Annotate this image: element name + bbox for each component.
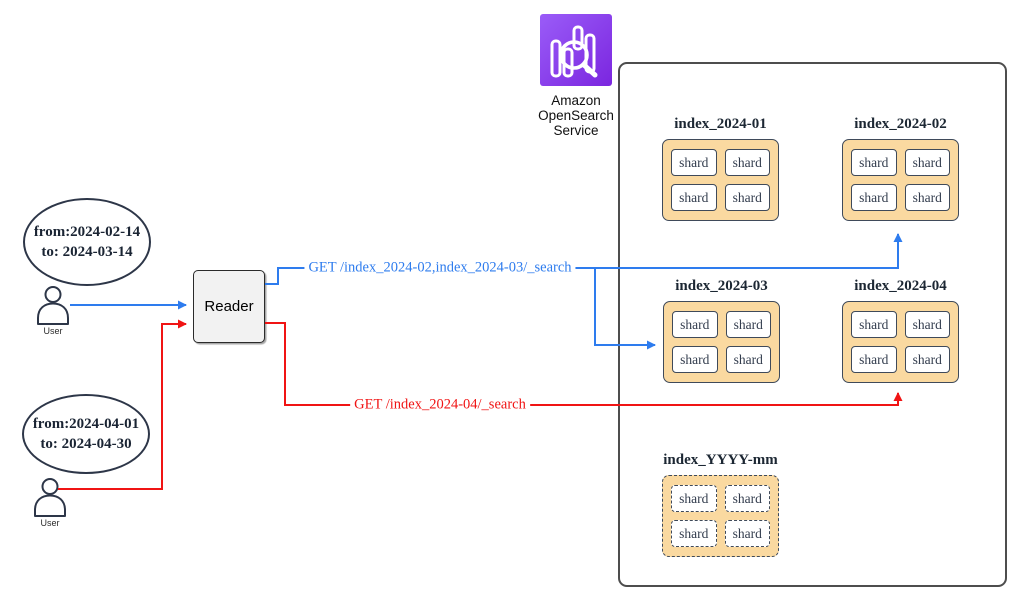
index-title: index_YYYY-mm	[663, 452, 778, 468]
service-name-line-1: Amazon	[551, 93, 601, 108]
index-group-2024-03: index_2024-03 shard shard shard shard	[663, 278, 780, 383]
index-box: shard shard shard shard	[662, 475, 779, 557]
index-title: index_2024-01	[674, 116, 767, 132]
range-from: from:2024-02-14	[33, 224, 141, 240]
shard: shard	[904, 149, 950, 176]
index-title: index_2024-04	[854, 278, 947, 294]
user-icon	[34, 478, 66, 517]
range-to: to: 2024-03-14	[41, 244, 133, 260]
index-box: shard shard shard shard	[663, 301, 780, 383]
range-from: from:2024-04-01	[32, 416, 140, 432]
user-actor-2: User	[28, 477, 72, 528]
index-box: shard shard shard shard	[842, 139, 959, 221]
index-group-2024-02: index_2024-02 shard shard shard shard	[842, 116, 959, 221]
shard: shard	[724, 520, 770, 547]
shard: shard	[725, 346, 771, 373]
shard: shard	[672, 346, 718, 373]
user-icon	[37, 286, 69, 325]
shard: shard	[671, 520, 717, 547]
index-group-template-yyyy-mm: index_YYYY-mm shard shard shard shard	[662, 452, 779, 557]
service-name-line-2: OpenSearch	[538, 108, 614, 123]
reader-label: Reader	[204, 298, 254, 315]
shard: shard	[725, 311, 771, 338]
query-range-bubble-2: from:2024-04-01 to: 2024-04-30	[22, 394, 150, 474]
index-group-2024-01: index_2024-01 shard shard shard shard	[662, 116, 779, 221]
query-range-bubble-1: from:2024-02-14 to: 2024-03-14	[23, 198, 151, 286]
shard: shard	[724, 149, 770, 176]
shard: shard	[851, 184, 897, 211]
shard: shard	[851, 346, 897, 373]
opensearch-service-label: Amazon OpenSearch Service	[506, 93, 646, 138]
shard: shard	[672, 311, 718, 338]
range-to: to: 2024-04-30	[40, 436, 132, 452]
index-group-2024-04: index_2024-04 shard shard shard shard	[842, 278, 959, 383]
shard: shard	[904, 184, 950, 211]
index-title: index_2024-02	[854, 116, 947, 132]
user-label: User	[40, 518, 60, 528]
shard: shard	[724, 485, 770, 512]
request-label-single-index: GET /index_2024-04/_search	[350, 396, 530, 414]
index-box: shard shard shard shard	[662, 139, 779, 221]
shard: shard	[671, 184, 717, 211]
index-title: index_2024-03	[675, 278, 768, 294]
shard: shard	[671, 149, 717, 176]
request-label-multi-index: GET /index_2024-02,index_2024-03/_search	[304, 259, 576, 277]
index-box: shard shard shard shard	[842, 301, 959, 383]
shard: shard	[671, 485, 717, 512]
shard: shard	[851, 149, 897, 176]
shard: shard	[851, 311, 897, 338]
service-name-line-3: Service	[553, 123, 599, 138]
user-actor-1: User	[31, 285, 75, 336]
shard: shard	[904, 311, 950, 338]
shard: shard	[904, 346, 950, 373]
shard: shard	[724, 184, 770, 211]
opensearch-service-icon	[540, 14, 612, 86]
reader-node: Reader	[193, 270, 265, 343]
user-label: User	[43, 326, 63, 336]
